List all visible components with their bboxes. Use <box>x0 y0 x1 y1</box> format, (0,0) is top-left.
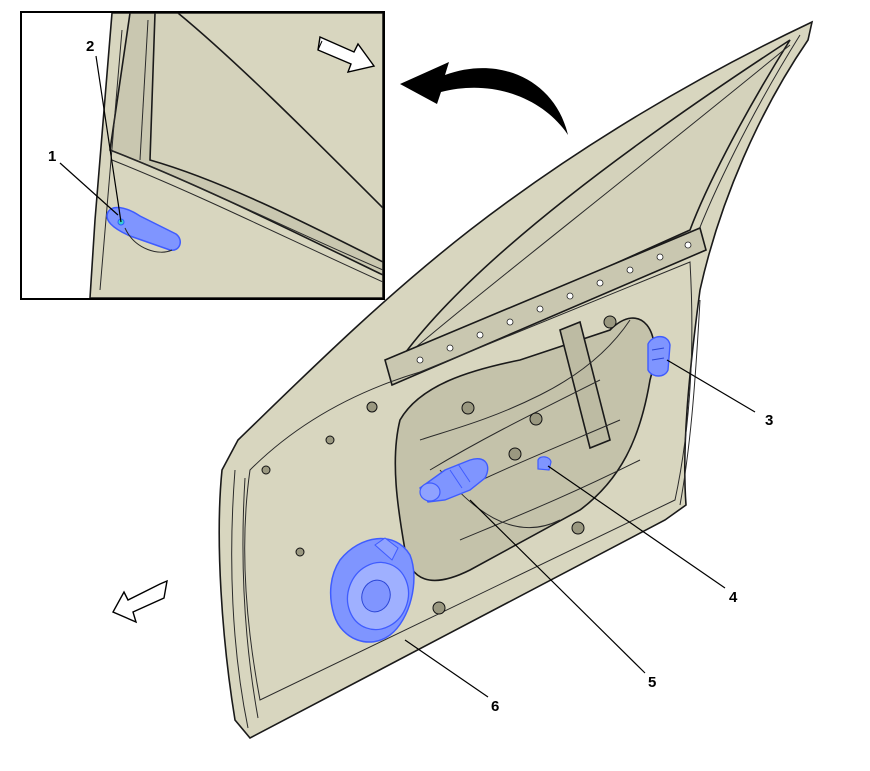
inner-panel-stamping <box>244 261 693 701</box>
callout-3: 3 <box>666 359 773 429</box>
callout-2: 2 <box>86 38 122 223</box>
callout-number: 1 <box>48 148 56 165</box>
belt-line-strip <box>384 226 707 387</box>
rotation-arrow-icon <box>400 62 568 135</box>
callout-6: 6 <box>404 639 499 715</box>
exterior-view-inset <box>20 11 385 300</box>
callout-4: 4 <box>547 465 738 606</box>
window-regulator-rail <box>559 320 611 450</box>
door-latch <box>647 335 671 377</box>
belt-strip-holes <box>416 241 692 364</box>
callout-5: 5 <box>469 499 656 691</box>
callout-number: 5 <box>648 674 656 691</box>
direction-arrow-icon <box>317 35 376 73</box>
door-speaker <box>329 537 415 643</box>
direction-arrow-icon <box>112 579 168 624</box>
inset-window-glass <box>149 13 383 263</box>
callout-number: 4 <box>729 589 738 606</box>
window-regulator-motor <box>419 458 489 503</box>
callout-number: 6 <box>491 698 499 715</box>
callout-number: 2 <box>86 38 94 55</box>
exterior-door-handle <box>106 206 181 253</box>
door-lock-sensor <box>537 456 552 471</box>
callout-1: 1 <box>48 148 119 216</box>
callout-number: 3 <box>765 412 773 429</box>
mounting-bolts <box>261 315 617 615</box>
